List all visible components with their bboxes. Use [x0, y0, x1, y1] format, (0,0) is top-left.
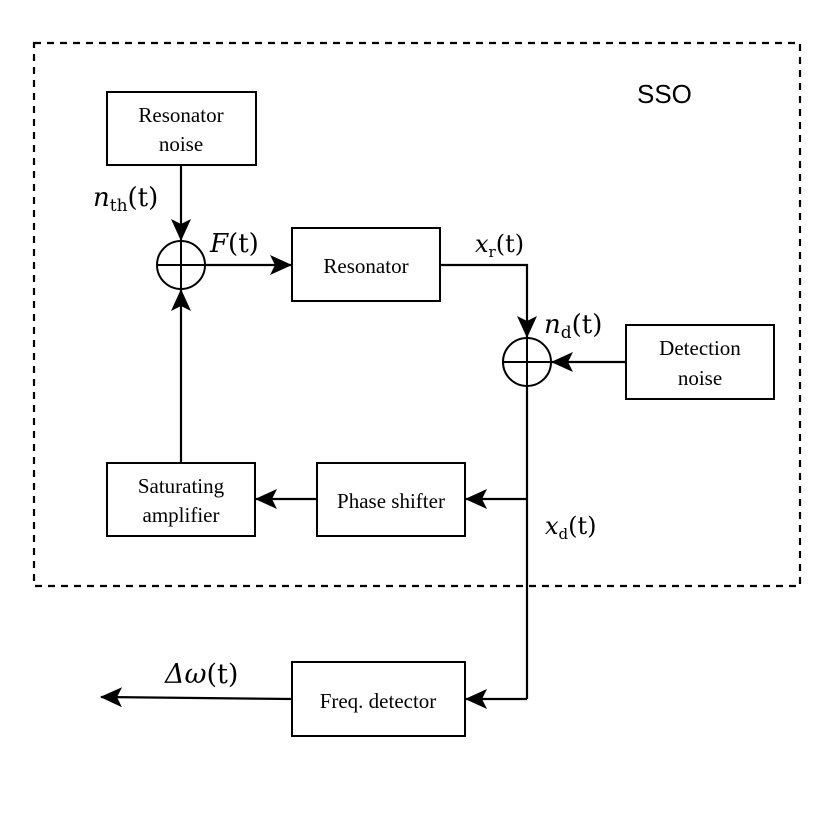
freq-detector-label: Freq. detector	[320, 689, 437, 713]
label-delta-omega: Δω(t)	[164, 659, 238, 690]
resonator-block: Resonator	[291, 227, 441, 302]
resonator-noise-block: Resonator noise	[106, 91, 257, 166]
sso-label: SSO	[637, 79, 692, 109]
summing-junction-2	[502, 337, 552, 387]
saturating-amplifier-block: Saturating amplifier	[106, 462, 256, 537]
label-F: F(t)	[209, 229, 259, 259]
resonator-label: Resonator	[323, 254, 408, 278]
detection-noise-label-line2: noise	[678, 366, 722, 390]
detection-noise-label-line1: Detection	[659, 336, 741, 360]
summing-junction-1	[156, 240, 206, 290]
phase-shifter-block: Phase shifter	[316, 462, 466, 537]
wire-output	[100, 687, 293, 708]
saturating-amplifier-label-line2: amplifier	[143, 503, 220, 527]
freq-detector-block: Freq. detector	[291, 661, 466, 737]
resonator-noise-label-line2: noise	[159, 132, 203, 156]
detection-noise-block: Detection noise	[625, 324, 775, 400]
label-n-th: nth(t)	[93, 183, 158, 216]
resonator-noise-label-line1: Resonator	[138, 103, 223, 127]
label-x-d: xd(t)	[545, 512, 597, 543]
sso-boundary	[32, 41, 802, 588]
saturating-amplifier-label-line1: Saturating	[138, 474, 225, 498]
label-n-d: nd(t)	[544, 310, 602, 343]
wire-resonator-to-sum2	[440, 263, 537, 338]
label-x-r: xr(t)	[475, 230, 524, 261]
phase-shifter-label: Phase shifter	[337, 489, 445, 513]
